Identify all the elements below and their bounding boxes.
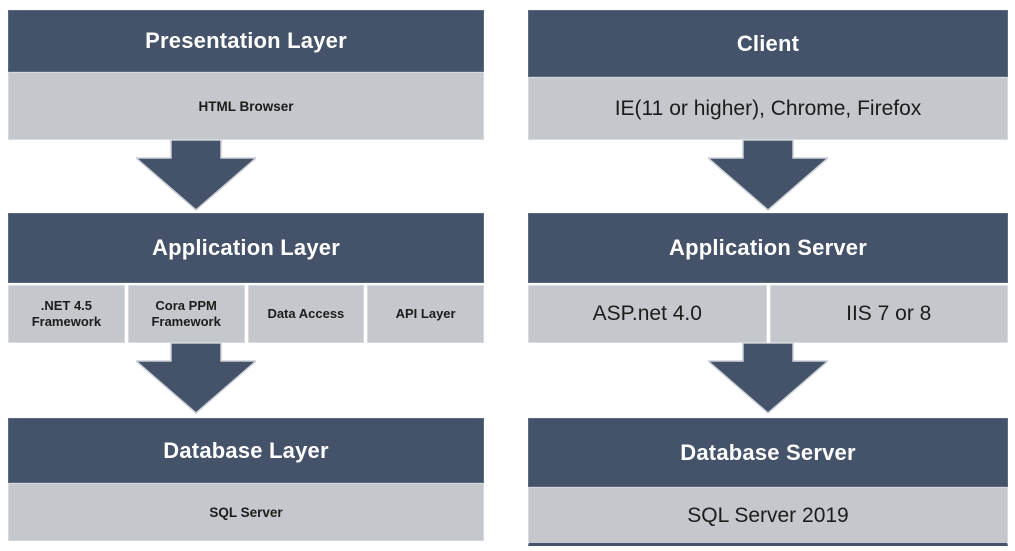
application-layer-header: Application Layer	[8, 213, 484, 283]
client-header: Client	[528, 10, 1008, 77]
html-browser-box: HTML Browser	[8, 72, 484, 140]
browsers-box: IE(11 or higher), Chrome, Firefox	[528, 77, 1008, 140]
data-access-cell: Data Access	[247, 285, 365, 343]
sql-server-2019-box: SQL Server 2019	[528, 487, 1008, 546]
application-server-components: ASP.net 4.0 IIS 7 or 8	[528, 285, 1008, 343]
net-framework-cell: .NET 4.5 Framework	[8, 285, 125, 343]
down-arrow-icon	[136, 343, 256, 414]
database-layer-header: Database Layer	[8, 418, 484, 483]
api-layer-cell: API Layer	[367, 285, 484, 343]
presentation-layer-header: Presentation Layer	[8, 10, 484, 72]
down-arrow-icon	[708, 140, 828, 211]
down-arrow-icon	[136, 140, 256, 211]
iis-cell: IIS 7 or 8	[769, 285, 1008, 343]
application-layer-components: .NET 4.5 Framework Cora PPM Framework Da…	[8, 285, 484, 343]
down-arrow-icon	[708, 343, 828, 414]
sql-server-box: SQL Server	[8, 483, 484, 541]
database-server-header: Database Server	[528, 418, 1008, 487]
cora-ppm-framework-cell: Cora PPM Framework	[127, 285, 245, 343]
application-server-header: Application Server	[528, 213, 1008, 283]
asp-net-cell: ASP.net 4.0	[528, 285, 767, 343]
